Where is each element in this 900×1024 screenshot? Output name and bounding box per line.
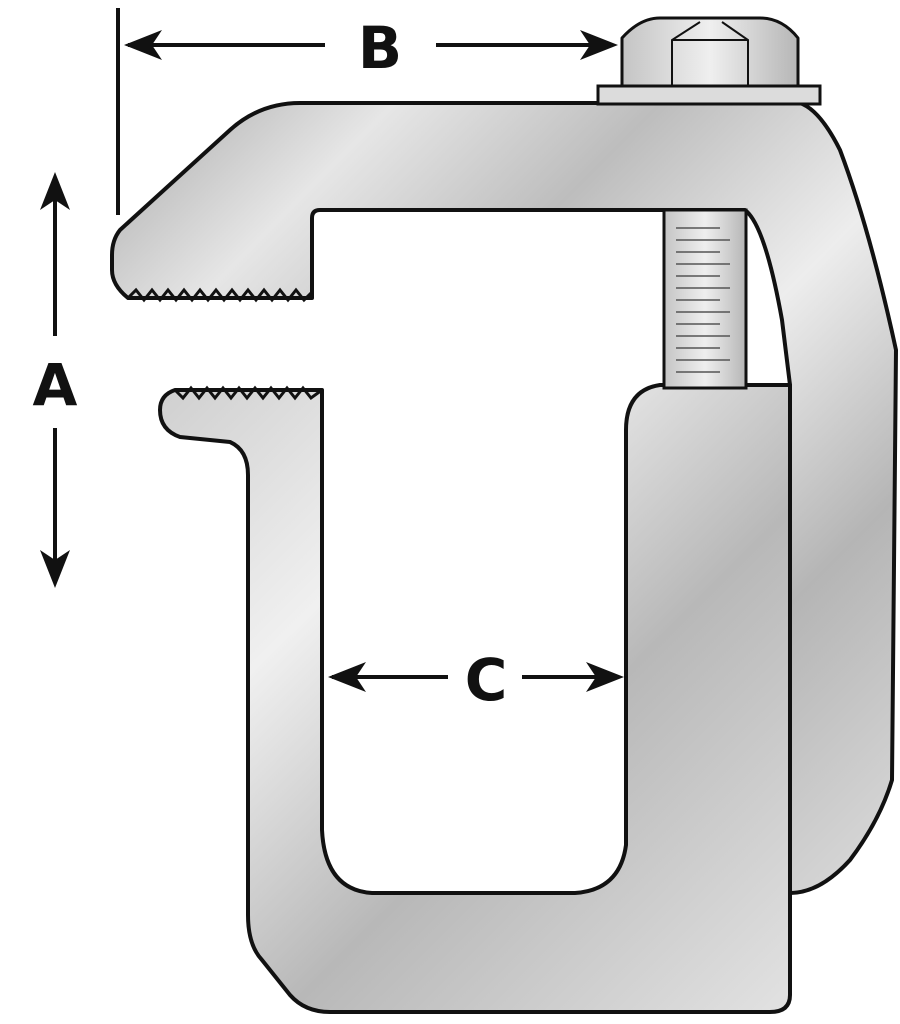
c-arrow-left xyxy=(328,662,366,692)
upper-frame xyxy=(110,101,898,895)
b-arrow-left xyxy=(124,30,162,60)
a-arrow-up xyxy=(40,172,70,210)
lower-jaw-teeth xyxy=(173,385,323,401)
label-c: C xyxy=(465,646,508,714)
label-a: A xyxy=(33,351,78,419)
washer xyxy=(596,84,822,106)
threaded-screw xyxy=(662,208,748,390)
b-arrow-right xyxy=(580,30,618,60)
hex-bolt-facets xyxy=(671,21,749,86)
upper-jaw-teeth xyxy=(126,287,314,303)
a-arrow-down xyxy=(40,550,70,588)
lower-body xyxy=(158,383,792,1014)
hex-bolt-head xyxy=(620,16,800,88)
c-arrow-right xyxy=(586,662,624,692)
screw-threads xyxy=(676,227,730,373)
label-b: B xyxy=(358,14,402,82)
